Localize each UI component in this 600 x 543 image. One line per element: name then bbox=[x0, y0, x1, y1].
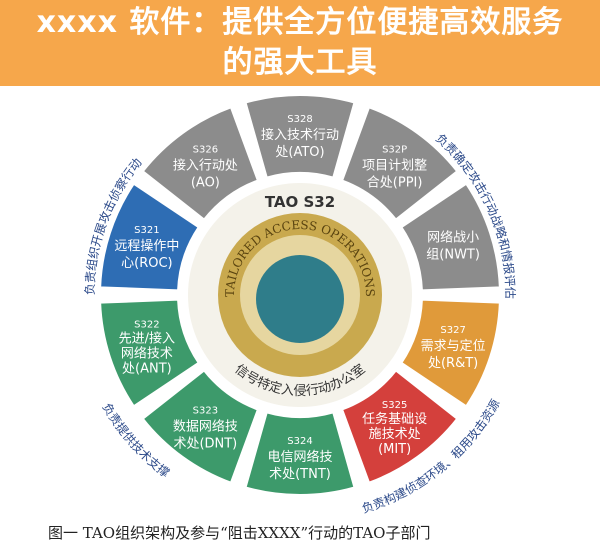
center-emblem: TAO S32 TAILORED ACCESS OPERATIONS 信号特定入… bbox=[188, 183, 412, 407]
segment-label: 电信网络技 bbox=[267, 449, 332, 465]
segment-shape bbox=[244, 93, 356, 179]
segment-label: 处(ANT) bbox=[122, 361, 172, 376]
title-banner: xxxx 软件：提供全方位便捷高效服务的强大工具 bbox=[0, 0, 600, 86]
segment-shape bbox=[340, 369, 459, 484]
segment-label: 先进/接入 bbox=[119, 330, 175, 346]
segment-ring: S328接入技术行动处(ATO)S32P项目计划整合处(PPI)网络战小组(NW… bbox=[99, 93, 501, 497]
segment-shape bbox=[340, 106, 459, 221]
segment-label: 合处(PPI) bbox=[367, 176, 423, 191]
segment-label: 任务基础设 bbox=[362, 411, 427, 427]
segment-code: S32P bbox=[382, 145, 407, 156]
segment-code: S327 bbox=[440, 325, 465, 336]
segment-label: 网络战小 bbox=[427, 230, 479, 246]
segment-label: 项目计划整 bbox=[362, 159, 427, 174]
segment-label: 数据网络技 bbox=[173, 418, 238, 434]
segment-code: S326 bbox=[193, 145, 218, 156]
segment-label: 远程操作中 bbox=[114, 238, 179, 254]
segment-label: 处(ATO) bbox=[275, 145, 324, 160]
center-title: TAO S32 bbox=[265, 193, 335, 211]
segment-label: 心(ROC) bbox=[121, 256, 173, 271]
segment-shape bbox=[399, 298, 501, 408]
segment-label: (AO) bbox=[191, 176, 220, 191]
segment-code: S325 bbox=[382, 400, 407, 411]
banner-title: xxxx 软件：提供全方位便捷高效服务的强大工具 bbox=[36, 5, 564, 80]
segment-code: S328 bbox=[287, 114, 312, 125]
segment-label: 术处(DNT) bbox=[173, 436, 237, 451]
segment-label: 需求与定位 bbox=[421, 339, 486, 354]
segment-label: 接入行动处 bbox=[173, 158, 238, 174]
segment-code: S321 bbox=[134, 225, 159, 236]
segment-label: 接入技术行动 bbox=[261, 127, 339, 143]
segment-code: S324 bbox=[287, 436, 312, 447]
segment-shape bbox=[399, 182, 501, 292]
segment-shape bbox=[141, 106, 260, 221]
segment-code: S323 bbox=[193, 405, 218, 416]
segment-code: S322 bbox=[134, 319, 159, 330]
segment-label: 网络技术 bbox=[121, 345, 173, 361]
segment-shape bbox=[244, 411, 356, 497]
segment-label: 处(R&T) bbox=[428, 356, 478, 371]
globe-icon bbox=[256, 255, 344, 343]
segment-9: S326 接入行动处 (AO) bbox=[141, 106, 260, 221]
segment-label: 施技术处 bbox=[369, 427, 421, 442]
figure-caption: 图一 TAO组织架构及参与“阻击XXXX”行动的TAO子部门 bbox=[48, 524, 431, 542]
segment-label: 术处(TNT) bbox=[269, 467, 331, 482]
segment-shape bbox=[141, 369, 260, 484]
segment-shape bbox=[99, 182, 201, 292]
segment-label: 组(NWT) bbox=[426, 248, 480, 263]
segment-label: (MIT) bbox=[378, 442, 411, 457]
segment-shape bbox=[99, 298, 201, 408]
